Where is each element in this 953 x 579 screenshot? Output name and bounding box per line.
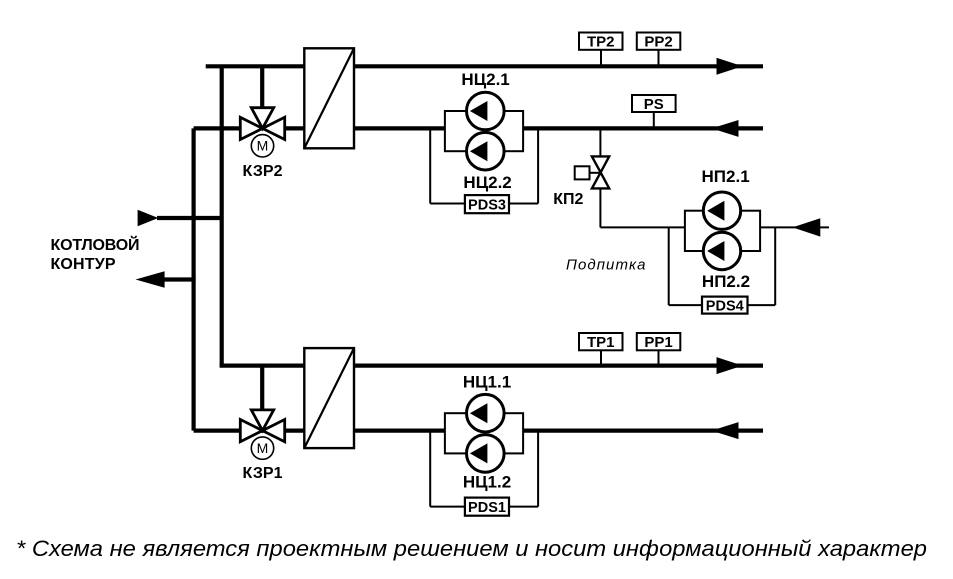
svg-text:КОТЛОВОЙ: КОТЛОВОЙ <box>51 235 140 254</box>
svg-text:TP1: TP1 <box>587 334 615 351</box>
svg-text:КЗР2: КЗР2 <box>243 163 283 180</box>
svg-text:* Схема не является проектным: * Схема не является проектным решением и… <box>16 536 927 561</box>
svg-text:PP1: PP1 <box>644 334 672 351</box>
svg-text:Подпитка: Подпитка <box>566 257 646 274</box>
svg-text:КЗР1: КЗР1 <box>243 465 283 482</box>
svg-text:TP2: TP2 <box>587 34 615 51</box>
svg-text:НЦ1.1: НЦ1.1 <box>463 373 511 392</box>
svg-text:PDS4: PDS4 <box>706 299 744 315</box>
svg-text:НЦ1.2: НЦ1.2 <box>463 473 511 492</box>
svg-text:M: M <box>257 138 269 154</box>
svg-text:НП2.1: НП2.1 <box>702 167 750 186</box>
svg-text:НЦ2.2: НЦ2.2 <box>463 173 511 192</box>
svg-text:M: M <box>257 440 269 456</box>
svg-text:КОНТУР: КОНТУР <box>51 256 116 273</box>
svg-text:КП2: КП2 <box>553 191 583 208</box>
svg-text:НП2.2: НП2.2 <box>702 272 750 291</box>
svg-text:PS: PS <box>644 96 664 113</box>
svg-text:PDS1: PDS1 <box>468 500 506 516</box>
svg-text:НЦ2.1: НЦ2.1 <box>461 70 509 89</box>
svg-text:PDS3: PDS3 <box>468 198 506 214</box>
svg-text:PP2: PP2 <box>644 34 672 51</box>
